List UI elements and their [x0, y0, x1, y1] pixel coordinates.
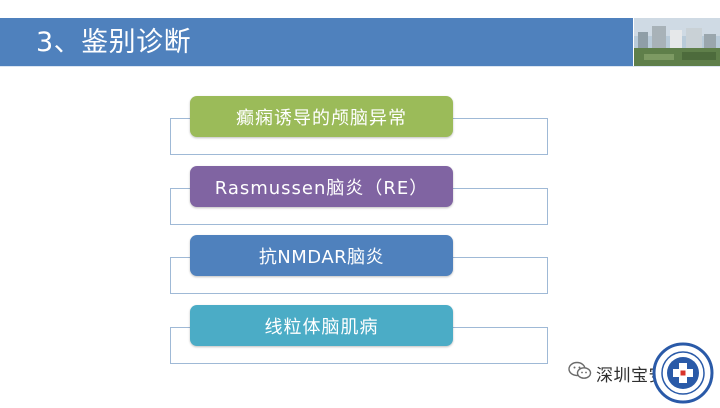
wechat-icon [568, 361, 592, 385]
hospital-logo [652, 342, 714, 404]
slide-title: 3、鉴别诊断 [36, 27, 192, 58]
diagnosis-item-4: 线粒体脑肌病 [190, 305, 453, 346]
diagnosis-item-1: 癫痫诱导的颅脑异常 [190, 96, 453, 137]
title-underline [0, 66, 720, 67]
hospital-photo [634, 18, 720, 66]
title-bar [0, 18, 633, 66]
top-band [0, 0, 720, 18]
diagnosis-item-3: 抗NMDAR脑炎 [190, 235, 453, 276]
diagnosis-item-2: Rasmussen脑炎（RE） [190, 166, 453, 207]
